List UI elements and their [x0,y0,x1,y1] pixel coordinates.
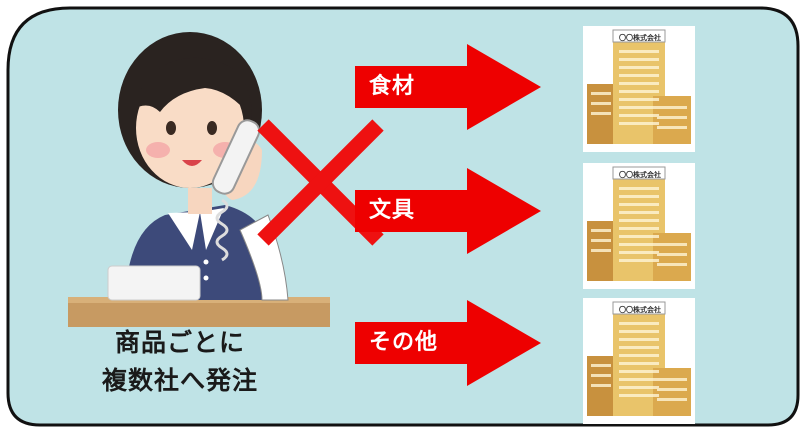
office-building-icon [583,163,695,289]
caption-line-1: 商品ごとに [114,328,245,357]
office-building-icon [583,298,695,424]
arrow-right-icon [355,168,541,254]
operator-on-phone-icon [68,32,330,327]
arrow-label-other: その他 [369,330,439,355]
company-sign: 〇〇株式会社 [619,306,661,314]
office-building-icon [583,26,695,152]
company-sign: 〇〇株式会社 [619,171,661,179]
arrow-other: その他 [355,300,541,386]
arrow-stationery: 文具 [355,168,541,254]
company-building-2: 〇〇株式会社 [583,163,695,289]
arrow-right-icon [355,300,541,386]
company-building-1: 〇〇株式会社 [583,26,695,152]
arrow-right-icon [355,44,541,130]
arrow-food: 食材 [355,44,541,130]
company-sign: 〇〇株式会社 [619,34,661,42]
arrow-label-food: 食材 [369,74,416,99]
caption-line-2: 複数社へ発注 [101,366,258,395]
company-building-3: 〇〇株式会社 [583,298,695,424]
arrow-label-stationery: 文具 [369,198,416,223]
